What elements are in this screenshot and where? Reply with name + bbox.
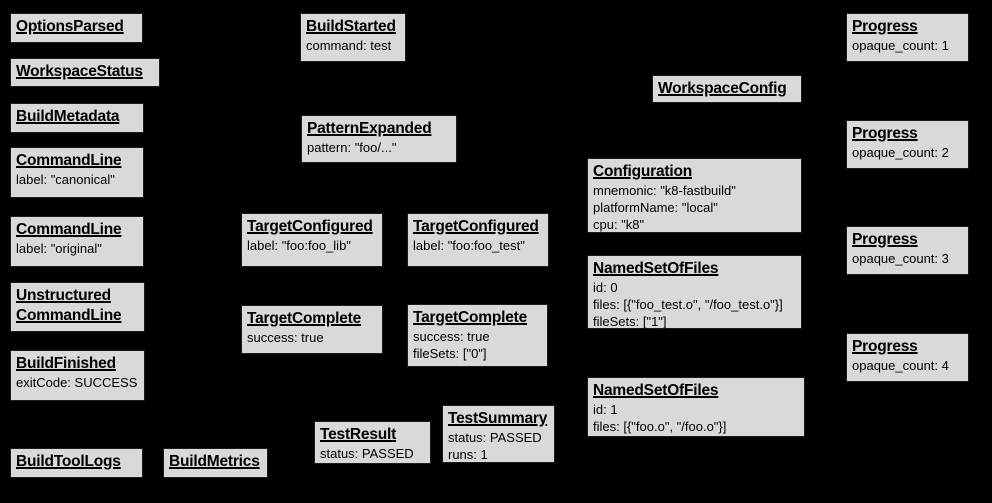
event-field: command: test bbox=[306, 38, 392, 53]
event-box-configuration: Configuration mnemonic: "k8-fastbuild" p… bbox=[587, 158, 802, 233]
event-box-command-line-original: CommandLine label: "original" bbox=[10, 216, 144, 267]
event-title: CommandLine bbox=[16, 221, 122, 238]
event-title: TestSummary bbox=[448, 410, 548, 427]
event-title: TargetComplete bbox=[413, 309, 528, 326]
event-field: exitCode: SUCCESS bbox=[16, 375, 138, 390]
event-box-progress-3: Progress opaque_count: 3 bbox=[846, 226, 969, 275]
event-field: label: "canonical" bbox=[16, 172, 115, 187]
event-title: TargetConfigured bbox=[413, 218, 539, 235]
event-title: PatternExpanded bbox=[307, 120, 432, 137]
event-title: BuildFinished bbox=[16, 355, 116, 372]
event-title: CommandLine bbox=[16, 152, 122, 169]
event-field: files: [{"foo_test.o", "/foo_test.o"}] bbox=[593, 297, 783, 312]
event-box-test-result: TestResult status: PASSED bbox=[314, 421, 431, 464]
event-field: id: 0 bbox=[593, 280, 618, 295]
event-field: fileSets: ["0"] bbox=[413, 346, 487, 361]
event-box-unstructured-command-line: Unstructured CommandLine bbox=[10, 282, 145, 332]
event-title: BuildMetrics bbox=[169, 453, 260, 470]
event-box-build-metrics: BuildMetrics bbox=[163, 448, 268, 478]
event-title: BuildMetadata bbox=[16, 108, 120, 125]
event-box-named-set-of-files-0: NamedSetOfFiles id: 0 files: [{"foo_test… bbox=[587, 255, 802, 329]
event-title: OptionsParsed bbox=[16, 18, 124, 35]
event-field: cpu: "k8" bbox=[593, 217, 645, 232]
event-box-build-tool-logs: BuildToolLogs bbox=[10, 448, 143, 478]
event-title: TargetConfigured bbox=[247, 218, 373, 235]
event-title: TestResult bbox=[320, 426, 397, 443]
event-box-progress-2: Progress opaque_count: 2 bbox=[846, 120, 969, 169]
event-field: success: true bbox=[413, 329, 490, 344]
event-title: TargetComplete bbox=[247, 310, 362, 327]
event-title: WorkspaceConfig bbox=[658, 80, 787, 97]
event-title-line2: CommandLine bbox=[16, 307, 122, 324]
event-title: Configuration bbox=[593, 163, 692, 180]
event-title: BuildStarted bbox=[306, 18, 396, 35]
event-box-build-metadata: BuildMetadata bbox=[10, 103, 144, 133]
event-field: files: [{"foo.o", "/foo.o"}] bbox=[593, 419, 727, 434]
event-field: opaque_count: 1 bbox=[852, 38, 949, 53]
event-title: NamedSetOfFiles bbox=[593, 382, 719, 399]
event-box-progress-4: Progress opaque_count: 4 bbox=[846, 333, 969, 382]
event-box-workspace-status: WorkspaceStatus bbox=[10, 58, 160, 87]
event-field: label: "foo:foo_test" bbox=[413, 238, 525, 253]
event-title: NamedSetOfFiles bbox=[593, 260, 719, 277]
event-field: id: 1 bbox=[593, 402, 618, 417]
event-title: WorkspaceStatus bbox=[16, 63, 143, 80]
event-box-target-complete-foo-test: TargetComplete success: true fileSets: [… bbox=[407, 304, 548, 367]
event-field: status: PASSED bbox=[320, 446, 414, 461]
event-field: opaque_count: 2 bbox=[852, 145, 949, 160]
event-box-target-configured-foo-test: TargetConfigured label: "foo:foo_test" bbox=[407, 213, 549, 267]
event-field: runs: 1 bbox=[448, 447, 488, 462]
event-field: success: true bbox=[247, 330, 324, 345]
event-field: label: "foo:foo_lib" bbox=[247, 238, 351, 253]
event-box-workspace-config: WorkspaceConfig bbox=[652, 75, 802, 103]
event-title: Progress bbox=[852, 125, 918, 142]
event-box-progress-1: Progress opaque_count: 1 bbox=[846, 13, 969, 62]
event-field: pattern: "foo/..." bbox=[307, 140, 397, 155]
event-field: opaque_count: 3 bbox=[852, 251, 949, 266]
event-field: mnemonic: "k8-fastbuild" bbox=[593, 183, 736, 198]
event-title: Unstructured bbox=[16, 287, 111, 304]
event-field: label: "original" bbox=[16, 241, 102, 256]
event-box-command-line-canonical: CommandLine label: "canonical" bbox=[10, 147, 144, 198]
event-box-target-configured-foo-lib: TargetConfigured label: "foo:foo_lib" bbox=[241, 213, 383, 267]
event-title: BuildToolLogs bbox=[16, 453, 121, 470]
event-title: Progress bbox=[852, 18, 918, 35]
event-box-target-complete-foo-lib: TargetComplete success: true bbox=[241, 305, 383, 354]
event-box-test-summary: TestSummary status: PASSED runs: 1 bbox=[442, 405, 555, 463]
event-box-build-finished: BuildFinished exitCode: SUCCESS bbox=[10, 350, 145, 401]
event-box-pattern-expanded: PatternExpanded pattern: "foo/..." bbox=[301, 115, 457, 163]
event-field: fileSets: ["1"] bbox=[593, 314, 667, 329]
event-title: Progress bbox=[852, 338, 918, 355]
event-field: opaque_count: 4 bbox=[852, 358, 949, 373]
event-box-named-set-of-files-1: NamedSetOfFiles id: 1 files: [{"foo.o", … bbox=[587, 377, 805, 437]
event-title: Progress bbox=[852, 231, 918, 248]
event-box-build-started: BuildStarted command: test bbox=[300, 13, 406, 62]
event-field: status: PASSED bbox=[448, 430, 542, 445]
event-box-options-parsed: OptionsParsed bbox=[10, 13, 143, 43]
event-field: platformName: "local" bbox=[593, 200, 718, 215]
